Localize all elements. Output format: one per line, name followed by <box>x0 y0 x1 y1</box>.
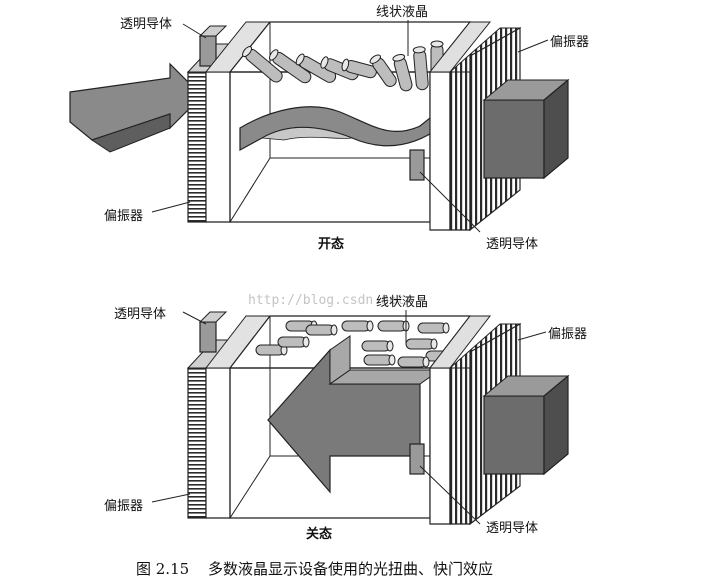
leader-conductor-top-on <box>183 24 206 38</box>
leader-polarizer-left-on <box>152 202 190 212</box>
cell-depth-edge-on <box>230 158 270 222</box>
conductor-right-on <box>410 150 424 180</box>
conductor-right-off <box>410 444 424 474</box>
lc-rod <box>406 339 437 349</box>
leader-polarizer-right-on <box>518 40 548 52</box>
incoming-light-block-off <box>484 376 568 474</box>
lc-rod <box>362 341 393 351</box>
leader-polarizer-right-off <box>518 332 546 340</box>
label-lc-off: 线状液晶 <box>376 295 428 310</box>
cell-front-on <box>230 72 430 222</box>
lc-rod <box>342 321 373 331</box>
label-conductor-top-on: 透明导体 <box>120 17 172 32</box>
label-lc-on: 线状液晶 <box>376 5 428 20</box>
glass-plate-right-off <box>430 368 450 524</box>
label-conductor-top-off: 透明导体 <box>114 307 166 322</box>
cell-depth-edge-off <box>230 456 270 518</box>
polarizer-left-on <box>188 72 206 222</box>
leader-conductor-top-off <box>183 312 206 324</box>
label-conductor-bottom-on: 透明导体 <box>486 237 538 252</box>
outgoing-light-block-on <box>484 80 568 178</box>
lc-rod <box>364 355 395 365</box>
lc-rod <box>306 325 337 335</box>
leader-polarizer-left-off <box>152 494 190 502</box>
conductor-left-top-off <box>200 312 226 322</box>
caption-number: 图 2.15 <box>136 560 189 578</box>
off-state-panel <box>188 312 568 524</box>
lc-rod <box>278 337 309 347</box>
label-polarizer-left-on: 偏振器 <box>104 209 143 224</box>
conductor-left-on <box>200 36 216 66</box>
lc-rod <box>418 323 449 333</box>
glass-plate-right-on <box>430 72 450 230</box>
glass-plate-left-on <box>206 72 230 222</box>
label-polarizer-right-off: 偏振器 <box>548 327 587 342</box>
state-on-label: 开态 <box>318 236 344 252</box>
lc-rod <box>398 357 429 367</box>
polarizer-left-off <box>188 368 206 518</box>
label-polarizer-right-on: 偏振器 <box>550 35 589 50</box>
conductor-left-off <box>200 322 216 352</box>
blocked-arrow-right-face <box>330 370 440 384</box>
caption-text: 多数液晶显示设备使用的光扭曲、快门效应 <box>208 560 493 578</box>
conductor-left-top-on <box>200 26 226 36</box>
lc-rod <box>378 321 409 331</box>
state-off-label: 关态 <box>306 526 332 542</box>
on-state-panel <box>70 22 568 230</box>
glass-plate-left-off <box>206 368 230 518</box>
figure-caption: 图 2.15 多数液晶显示设备使用的光扭曲、快门效应 <box>136 560 493 578</box>
label-conductor-bottom-off: 透明导体 <box>486 521 538 536</box>
label-polarizer-left-off: 偏振器 <box>104 499 143 514</box>
